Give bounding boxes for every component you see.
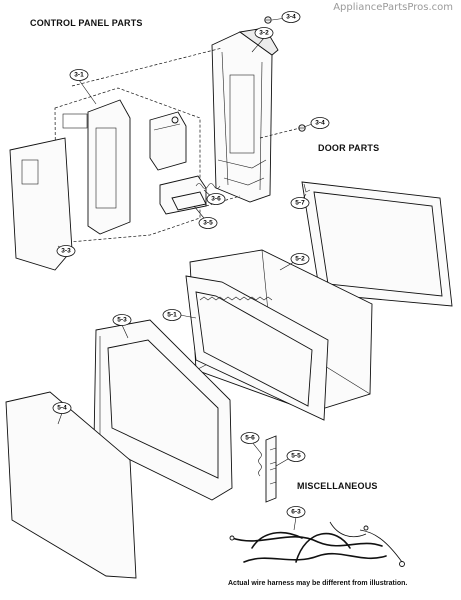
svg-text:5-5: 5-5 <box>291 453 301 460</box>
svg-text:6-3: 6-3 <box>291 509 301 516</box>
door-frame-part[interactable] <box>301 181 453 307</box>
svg-text:5-6: 5-6 <box>245 435 255 442</box>
wire-harness-footnote: Actual wire harness may be different fro… <box>228 580 408 587</box>
door-screen-part[interactable] <box>5 391 137 579</box>
callout-3-6: 3-6 <box>206 193 226 205</box>
svg-text:5-7: 5-7 <box>295 200 305 207</box>
door-inner-frame-part[interactable] <box>185 275 329 421</box>
svg-text:3-4: 3-4 <box>315 120 325 127</box>
callout-3-5: 3-5 <box>198 217 218 229</box>
miscellaneous-title: MISCELLANEOUS <box>297 481 378 491</box>
door-parts-title: DOOR PARTS <box>318 143 380 153</box>
callout-5-6: 5-6 <box>240 432 260 444</box>
watermark: AppliancePartsPros.com <box>333 2 453 13</box>
callout-3-4-top: 3-4 <box>281 11 301 23</box>
svg-text:3-1: 3-1 <box>74 72 84 79</box>
callout-3-1: 3-1 <box>69 69 89 81</box>
control-frame-part[interactable] <box>211 27 279 203</box>
wire-harness-part[interactable] <box>229 521 405 567</box>
control-panel-title: CONTROL PANEL PARTS <box>30 18 143 28</box>
panel-overlay-part[interactable] <box>9 137 73 271</box>
svg-text:5-2: 5-2 <box>295 256 305 263</box>
control-panel-assembly-part[interactable] <box>54 87 207 243</box>
svg-text:5-1: 5-1 <box>167 312 177 319</box>
svg-text:3-6: 3-6 <box>211 196 221 203</box>
callout-5-1: 5-1 <box>162 309 182 321</box>
svg-text:3-2: 3-2 <box>259 30 269 37</box>
callout-6-3: 6-3 <box>286 506 306 518</box>
lever-part[interactable] <box>171 191 207 211</box>
svg-text:3-5: 3-5 <box>203 220 213 227</box>
door-latch-part[interactable] <box>265 435 277 503</box>
callout-5-3: 5-3 <box>112 314 132 326</box>
svg-text:3-3: 3-3 <box>61 248 71 255</box>
door-spring-part[interactable] <box>258 451 262 477</box>
svg-text:5-4: 5-4 <box>57 405 67 412</box>
spring-part[interactable] <box>195 183 221 189</box>
svg-text:3-4: 3-4 <box>286 14 296 21</box>
svg-text:5-3: 5-3 <box>117 317 127 324</box>
callout-3-3: 3-3 <box>56 245 76 257</box>
callout-3-4-mid: 3-4 <box>310 117 330 129</box>
callout-3-2: 3-2 <box>254 27 274 39</box>
door-outer-frame-part[interactable] <box>93 319 233 501</box>
screw-part-top[interactable] <box>264 16 272 24</box>
callout-5-5: 5-5 <box>286 450 306 462</box>
callout-5-4: 5-4 <box>52 402 72 414</box>
callout-5-7: 5-7 <box>290 197 310 209</box>
callout-5-2: 5-2 <box>290 253 310 265</box>
